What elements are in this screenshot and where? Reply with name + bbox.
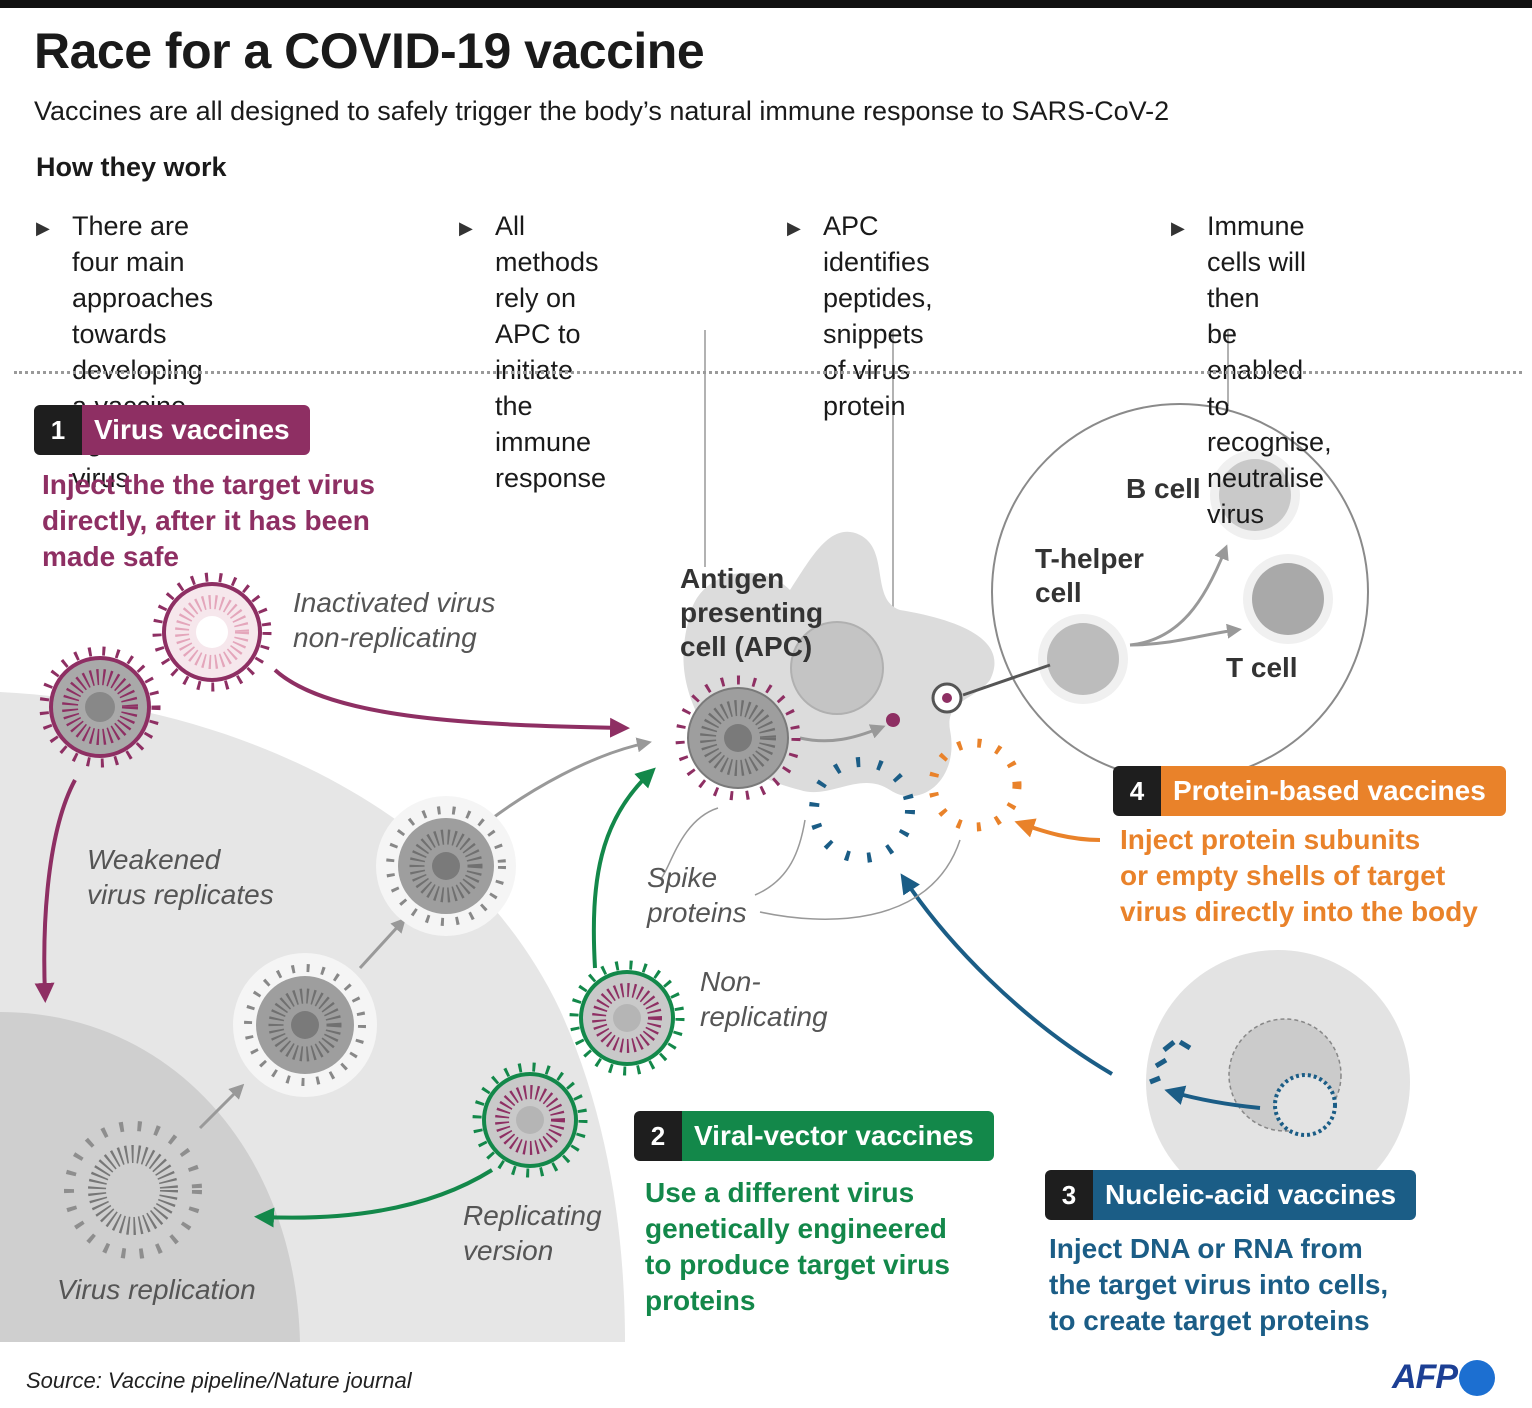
label-weakened: Weakened virus replicates xyxy=(87,844,274,910)
arrow-viral-vector xyxy=(591,767,656,969)
virus-inactivated xyxy=(152,572,272,692)
label-t-helper-cell: T-helper cell xyxy=(1035,543,1144,608)
arrow-nucleic xyxy=(900,873,1114,1076)
desc-protein-based-vaccines: Inject protein subunits or empty shells … xyxy=(1120,824,1478,927)
virus-weakened xyxy=(39,646,161,768)
label-b-cell: B cell xyxy=(1126,473,1201,504)
virus-replication xyxy=(64,1121,202,1259)
page-title: Race for a COVID-19 vaccine xyxy=(34,23,705,79)
apc-nucleus xyxy=(790,621,884,715)
label-replicating-version: Replicating version xyxy=(463,1200,602,1266)
virus-grey-2 xyxy=(233,953,377,1097)
label-inactivated: Inactivated virus non-replicating xyxy=(293,587,496,653)
desc-virus-vaccines: Inject the the target virus directly, af… xyxy=(42,469,375,572)
triangle-bullet-icon: ▶ xyxy=(459,218,473,238)
virus-viral-vector-bottom xyxy=(472,1062,588,1178)
virus-viral-vector-top xyxy=(569,960,685,1076)
arrow-inactivated xyxy=(273,668,630,738)
arrow-replicating xyxy=(254,1168,494,1228)
tag-protein-based-vaccines: 4 Protein-based vaccines xyxy=(1113,766,1506,816)
triangle-bullet-icon: ▶ xyxy=(36,218,50,238)
label-virus-replication: Virus replication xyxy=(57,1274,256,1305)
virus-at-apc xyxy=(675,675,801,801)
page-subtitle: Vaccines are all designed to safely trig… xyxy=(34,96,1170,126)
label-spike-proteins: Spike proteins xyxy=(647,862,747,928)
dotted-divider xyxy=(14,371,1522,374)
desc-viral-vector-vaccines: Use a different virus genetically engine… xyxy=(645,1177,950,1316)
tag-viral-vector-vaccines: 2 Viral-vector vaccines xyxy=(634,1111,994,1161)
label-apc: Antigen presenting cell (APC) xyxy=(680,563,824,662)
arrow-weakened xyxy=(34,779,77,1003)
arrow-protein xyxy=(1014,818,1101,842)
label-t-cell: T cell xyxy=(1226,652,1298,683)
virus-grey-1 xyxy=(376,796,516,936)
afp-logo: AFP xyxy=(1392,1358,1495,1397)
triangle-bullet-icon: ▶ xyxy=(787,218,801,238)
top-rule xyxy=(0,0,1532,8)
triangle-bullet-icon: ▶ xyxy=(1171,218,1185,238)
section-heading: How they work xyxy=(36,152,227,182)
host-cell-nucleus xyxy=(0,1012,300,1342)
source-note: Source: Vaccine pipeline/Nature journal xyxy=(26,1368,412,1393)
desc-nucleic-acid-vaccines: Inject DNA or RNA from the target virus … xyxy=(1049,1233,1389,1336)
tag-nucleic-acid-vaccines: 3 Nucleic-acid vaccines xyxy=(1045,1170,1417,1220)
label-non-replicating: Non- replicating xyxy=(700,966,828,1032)
tag-virus-vaccines: 1 Virus vaccines xyxy=(34,405,310,455)
logo-dot-icon xyxy=(1459,1359,1495,1396)
